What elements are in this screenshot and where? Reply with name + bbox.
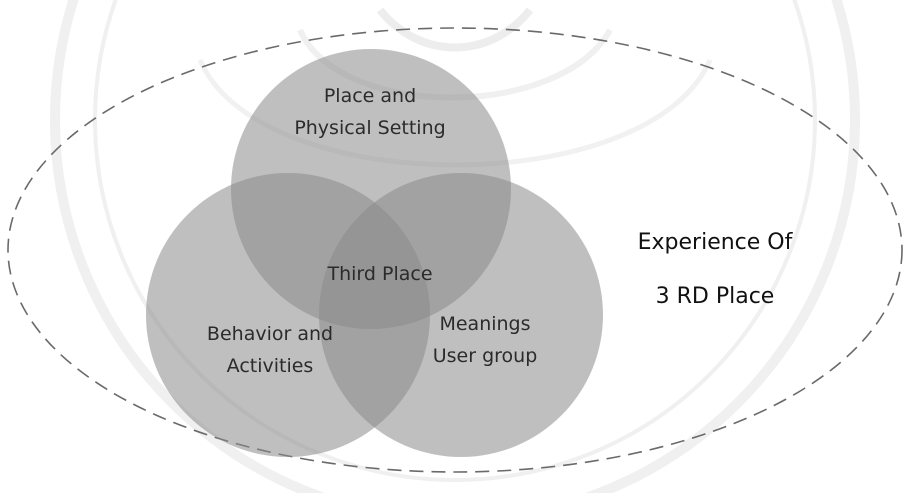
circle-behavior-label: Behavior and Activities	[170, 318, 370, 382]
center-label: Third Place	[290, 258, 470, 290]
outer-dashed-ellipse	[7, 27, 903, 473]
venn-circles	[146, 49, 603, 457]
circle-meanings	[319, 173, 603, 457]
circle-meanings-label-line2: User group	[432, 345, 538, 367]
circle-behavior-label-line1: Behavior and	[206, 323, 334, 345]
circle-meanings-label: Meanings User group	[395, 308, 575, 372]
circle-place-label: Place and Physical Setting	[260, 80, 480, 144]
outer-label-line2: 3 RD Place	[655, 284, 775, 309]
outer-label: Experience Of 3 RD Place	[610, 216, 820, 324]
circle-place-label-line2: Physical Setting	[294, 117, 446, 139]
center-label-text: Third Place	[327, 263, 433, 285]
outer-label-line1: Experience Of	[637, 230, 793, 255]
circle-meanings-label-line1: Meanings	[439, 313, 531, 335]
circle-behavior-label-line2: Activities	[226, 355, 314, 377]
circle-place-label-line1: Place and	[323, 85, 417, 107]
